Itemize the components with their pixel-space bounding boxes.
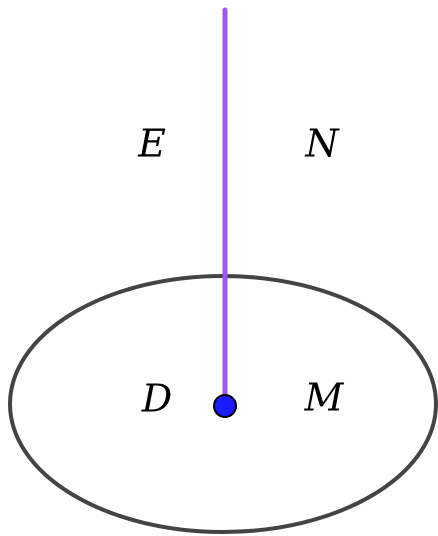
label-m: M — [304, 376, 345, 420]
center-point — [213, 394, 237, 418]
label-d: D — [141, 377, 172, 421]
label-e: E — [137, 122, 166, 166]
label-n: N — [304, 122, 340, 166]
